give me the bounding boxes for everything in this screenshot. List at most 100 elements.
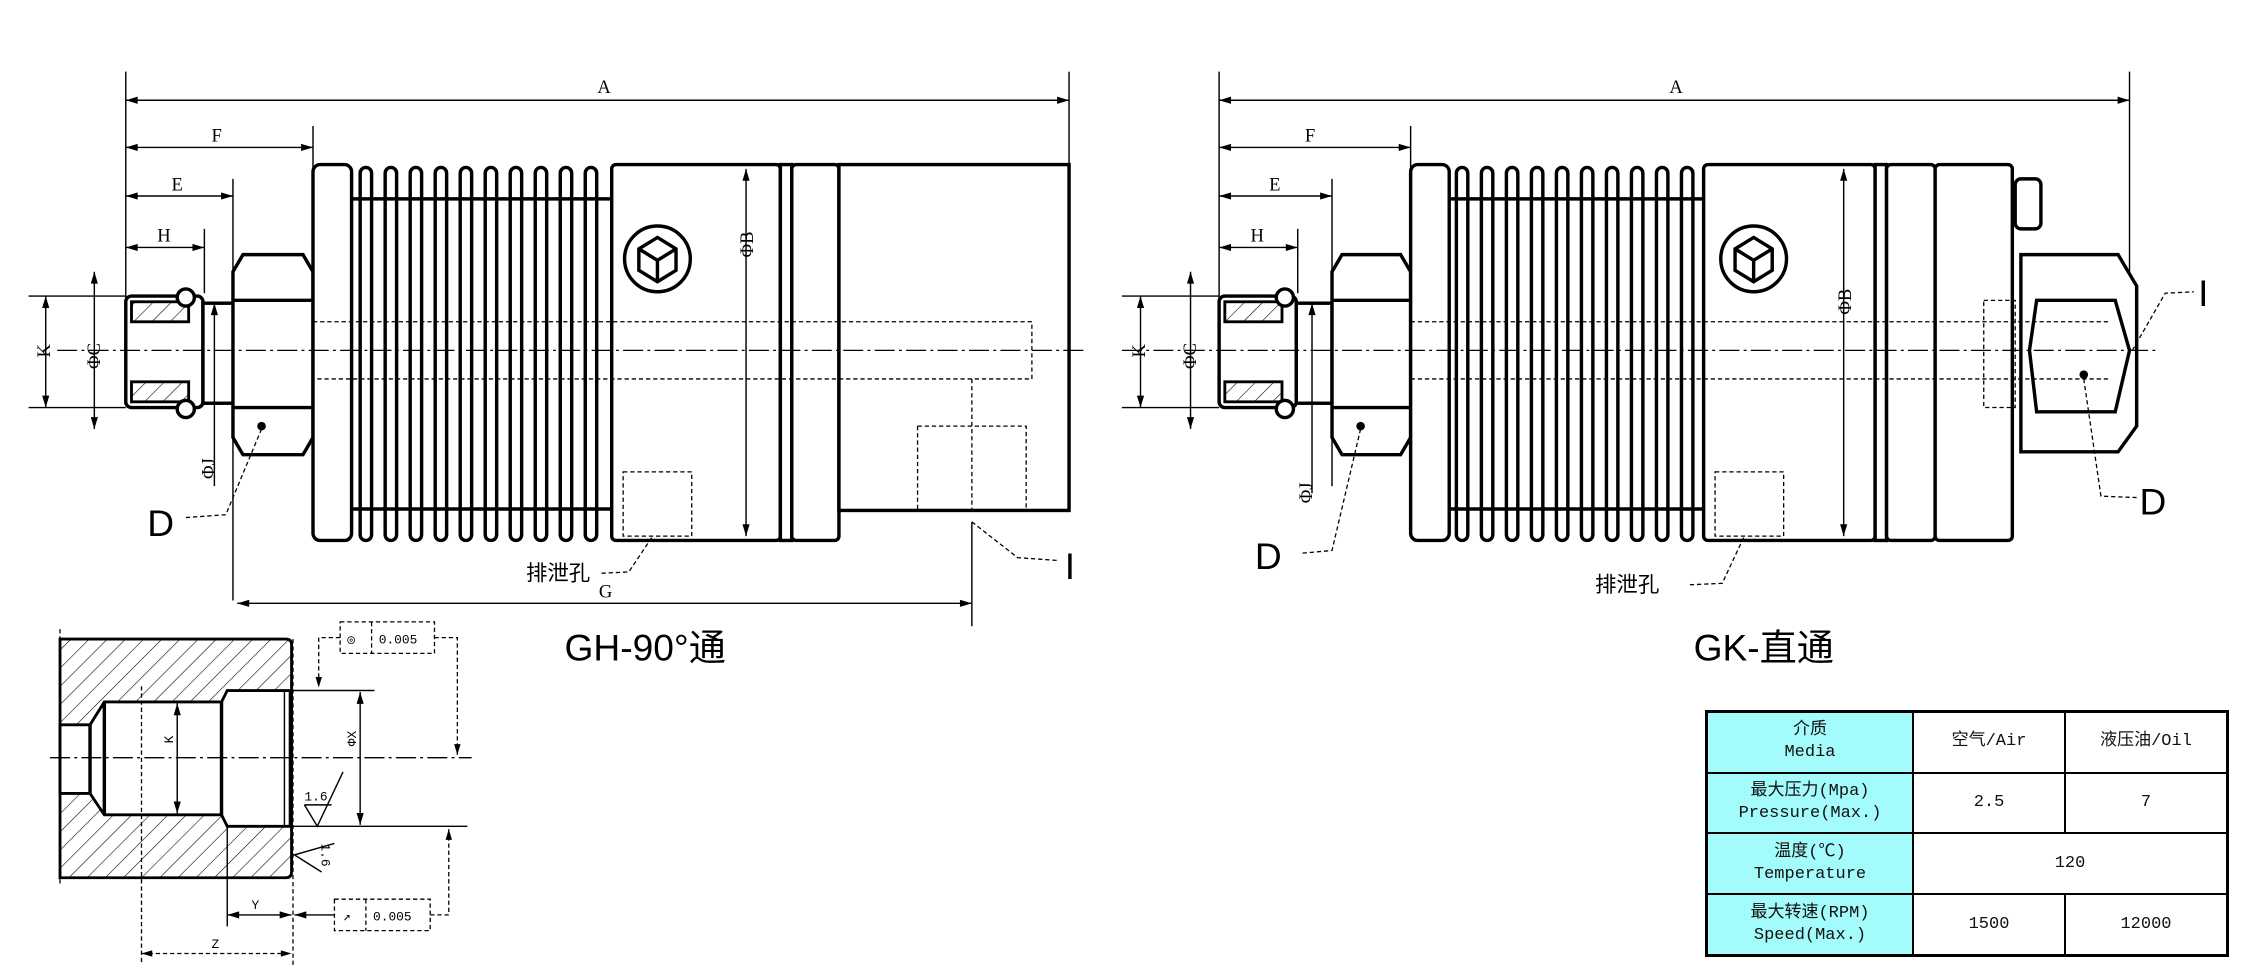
cooling-fin: [1629, 165, 1645, 543]
label-cn: 介质: [1793, 721, 1827, 741]
label-en: Temperature: [1753, 864, 1867, 884]
cooling-fin: [1654, 165, 1670, 543]
cooling-fin: [508, 165, 524, 543]
cooling-fin: [558, 165, 574, 543]
stator-housing: [837, 162, 1071, 513]
cooling-fin: [408, 165, 424, 543]
gk-drawing: A F E H K: [1121, 71, 2208, 669]
cooling-fin: [1679, 165, 1695, 543]
cooling-fin: [1604, 165, 1620, 543]
cooling-fin: [583, 165, 599, 543]
dim-j-label: ΦJ: [198, 458, 219, 479]
dim-a-label: A: [597, 77, 611, 98]
cooling-fin: [533, 165, 549, 543]
dim-k-label: K: [34, 344, 55, 358]
gk-title: GK-直通: [1694, 627, 1834, 669]
hex-nut: [1330, 252, 1413, 457]
runout-symbol: ↗: [343, 910, 351, 925]
gh-drawing: A F E H K: [28, 71, 1087, 669]
label-cn: 最大转速(RPM): [1750, 903, 1870, 923]
speed-air-cell: 1500: [1912, 893, 2066, 957]
gh-title: GH-90°通: [565, 627, 726, 669]
label-en: Pressure(Max.): [1738, 804, 1882, 824]
cooling-fin: [1579, 165, 1595, 543]
o-ring: [1274, 398, 1296, 420]
callout-d-left: D: [1255, 535, 1282, 577]
port-d-dot: [2079, 370, 2089, 379]
cooling-fin: [458, 165, 474, 543]
o-ring: [1274, 287, 1296, 308]
bearing-ring: [1884, 162, 1937, 543]
label-en: Media: [1784, 743, 1836, 763]
pressure-label-cell: 最大压力(Mpa)Pressure(Max.): [1705, 771, 1914, 835]
temperature-label-cell: 温度(℃)Temperature: [1705, 832, 1914, 896]
dim-e-label: E: [1269, 174, 1280, 195]
callout-drain-hole: 排泄孔: [1595, 573, 1659, 597]
dim-h-label: H: [1251, 226, 1264, 247]
cooling-fin: [1554, 165, 1570, 543]
cooling-fin: [1504, 165, 1520, 543]
callout-d-right: D: [2140, 481, 2167, 523]
roughness-value: 1.6: [318, 843, 333, 866]
dim-y-label: Y: [252, 898, 260, 913]
dim-e-label: E: [172, 174, 183, 195]
rotor-body: [609, 162, 783, 543]
port-d-dot: [1356, 421, 1365, 431]
dim-f-label: F: [212, 126, 222, 147]
o-ring: [175, 287, 197, 308]
left-flange: [1408, 162, 1451, 543]
label-cn: 最大压力(Mpa): [1750, 782, 1870, 802]
cooling-fins: [1454, 165, 1695, 543]
callout-i: I: [2198, 272, 2208, 314]
dim-j-label: ΦJ: [1296, 482, 1317, 503]
speed-oil-cell: 12000: [2064, 893, 2229, 957]
oil-header-cell: 液压油/Oil: [2064, 710, 2229, 774]
bearing-ring: [790, 162, 841, 543]
runout-value: 0.005: [373, 910, 412, 925]
table-row-speed: 最大转速(RPM)Speed(Max.) 1500 12000: [1705, 893, 2229, 957]
mounting-bore-detail: K ΦX ◎ 0.005 1.6 1.6 ↗ 0.005 Y Z: [50, 621, 472, 965]
dim-b-label: ΦB: [1835, 289, 1856, 315]
concentricity-value: 0.005: [379, 632, 418, 647]
callout-d: D: [147, 502, 174, 544]
stator-housing: [1933, 162, 2015, 543]
pressure-oil-cell: 7: [2064, 771, 2229, 835]
dim-k-label: K: [162, 735, 177, 743]
rotor-body: [1701, 162, 1877, 543]
table-row-pressure: 最大压力(Mpa)Pressure(Max.) 2.5 7: [1705, 771, 2229, 835]
dim-x-label: ΦX: [345, 731, 360, 747]
speed-label-cell: 最大转速(RPM)Speed(Max.): [1705, 893, 1914, 957]
anti-rotation-pin: [2013, 177, 2043, 231]
hex-nut: [231, 252, 315, 457]
cooling-fins: [358, 165, 599, 543]
cooling-fin: [383, 165, 399, 543]
o-ring: [175, 398, 197, 420]
cooling-fin: [1479, 165, 1495, 543]
dim-g-label: G: [599, 582, 612, 603]
dim-f-label: F: [1305, 126, 1315, 147]
dim-a-label: A: [1669, 77, 1683, 98]
left-flange: [311, 162, 354, 543]
dim-c-label: ΦC: [1180, 343, 1201, 369]
table-row-temperature: 温度(℃)Temperature 120: [1705, 832, 2229, 896]
dim-h-label: H: [157, 226, 170, 247]
dim-c-label: ΦC: [84, 343, 105, 369]
cooling-fin: [1454, 165, 1470, 543]
concentricity-symbol: ◎: [347, 632, 355, 647]
callout-i: I: [1065, 545, 1075, 587]
air-header-cell: 空气/Air: [1912, 710, 2066, 774]
label-en: Speed(Max.): [1753, 925, 1867, 945]
label-cn: 温度(℃): [1774, 842, 1846, 862]
cooling-fin: [483, 165, 499, 543]
cooling-fin: [358, 165, 374, 543]
dim-z-label: Z: [212, 937, 220, 952]
port-d-dot: [257, 421, 266, 431]
callout-drain-hole: 排泄孔: [526, 561, 590, 585]
pressure-air-cell: 2.5: [1912, 771, 2066, 835]
roughness-value: 1.6: [304, 790, 327, 805]
dim-k-label: K: [1129, 344, 1150, 358]
